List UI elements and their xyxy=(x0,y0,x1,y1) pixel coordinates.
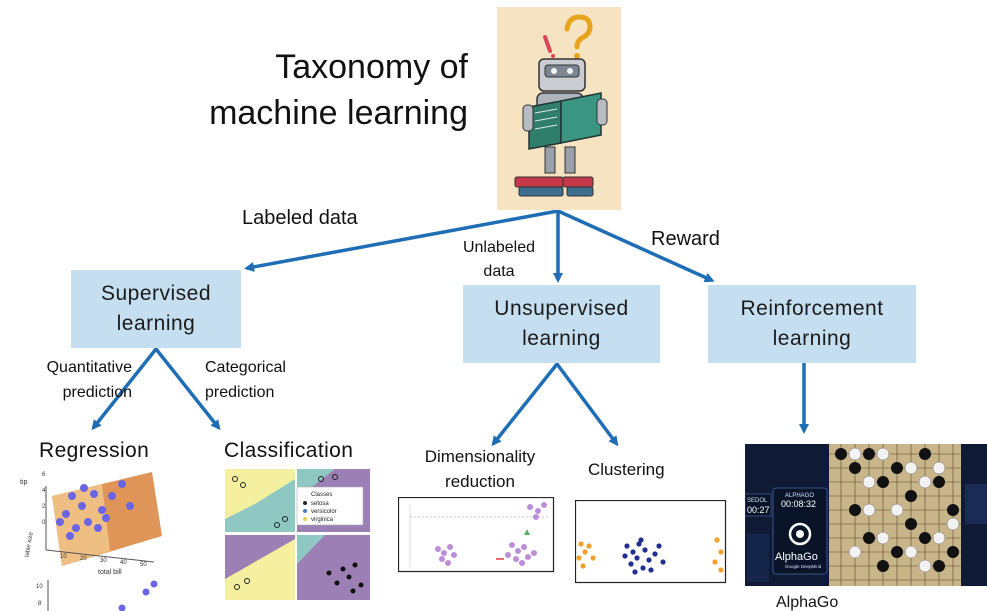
edge-label-quantitative-line-1: Quantitative xyxy=(46,359,132,376)
regression-plot-thumbnail: tip 6 4 2 0 table size 10 20 30 40 50 to… xyxy=(20,472,162,611)
classification-legend-virginica: virginica xyxy=(311,517,334,523)
leaf-clustering: Clustering xyxy=(588,460,665,479)
arrow-to-clustering xyxy=(555,362,619,447)
edge-label-labeled-data: Labeled data xyxy=(242,207,358,229)
regression-ztick-1: 6 xyxy=(42,472,46,478)
dimensionality-reduction-thumbnail xyxy=(398,497,555,573)
edge-label-categorical-line-1: Categorical xyxy=(205,359,286,376)
edge-label-unlabeled-line-1: Unlabeled xyxy=(462,239,536,256)
leaf-alphago: AlphaGo xyxy=(776,594,839,611)
clustering-thumbnail xyxy=(575,500,727,584)
classification-legend-versicolor: versicolor xyxy=(311,509,337,515)
classification-plot-thumbnail: Classes setosa versicolor virginica xyxy=(225,469,370,600)
regression-ztick-2: 4 xyxy=(42,488,46,494)
box-supervised-line-2: learning xyxy=(116,312,196,335)
arrow-to-regression xyxy=(91,347,158,431)
regression-xtick-4: 40 xyxy=(120,560,127,566)
regression2-ytick-1: 10 xyxy=(36,584,43,590)
regression-xtick-2: 20 xyxy=(80,556,87,562)
leaf-classification: Classification xyxy=(224,439,354,462)
box-unsupervised-learning: Unsupervised learning xyxy=(463,285,660,363)
box-reinforcement-line-2: learning xyxy=(772,327,852,350)
regression-zlabel: tip xyxy=(20,479,28,486)
alphago-brand-sub: Google DeepMind xyxy=(785,564,822,569)
regression-xtick-5: 50 xyxy=(140,562,147,568)
edge-label-quantitative: Quantitative prediction xyxy=(12,355,132,405)
edge-label-unlabeled-line-2: data xyxy=(483,263,515,280)
arrow-to-dimensionality xyxy=(491,362,559,447)
robot-reading-book-illustration xyxy=(497,7,621,210)
alphago-player1: SEDOL xyxy=(747,498,768,504)
arrow-to-supervised xyxy=(244,209,560,272)
box-supervised-line-1: Supervised xyxy=(100,282,212,305)
arrow-to-classification xyxy=(154,347,221,431)
alphago-time1: 00:27 xyxy=(747,505,770,515)
alphago-brand: AlphaGo xyxy=(775,551,818,563)
box-reinforcement-line-1: Reinforcement xyxy=(740,297,884,320)
edge-label-reward: Reward xyxy=(651,228,720,250)
edge-label-categorical-line-2: prediction xyxy=(205,384,275,401)
box-unsupervised-line-2: learning xyxy=(522,327,601,350)
edge-label-unlabeled-data: Unlabeled data xyxy=(454,236,544,284)
leaf-regression: Regression xyxy=(39,439,150,462)
diagram-title: Taxonomy of machine learning xyxy=(190,44,468,136)
alphago-thumbnail: SEDOL 00:27 ALPHAGO 00:08:32 AlphaGo Goo… xyxy=(745,444,987,586)
regression-ztick-4: 0 xyxy=(42,520,46,526)
leaf-dimensionality-line-1: Dimensionality xyxy=(424,447,536,466)
regression2-ytick-2: 8 xyxy=(38,601,42,607)
regression-xtick-3: 30 xyxy=(100,558,107,564)
regression-ylabel: table size xyxy=(24,531,34,558)
regression-xlabel: total bill xyxy=(98,569,122,576)
classification-legend-title: Classes xyxy=(311,492,332,498)
alphago-player2: ALPHAGO xyxy=(785,493,814,499)
title-line-2: machine learning xyxy=(209,94,468,132)
edge-label-quantitative-line-2: prediction xyxy=(62,384,132,401)
box-supervised-learning: Supervised learning xyxy=(71,270,241,348)
leaf-dimensionality-reduction: Dimensionality reduction xyxy=(410,444,550,494)
classification-legend-setosa: setosa xyxy=(311,501,329,507)
edge-label-categorical: Categorical prediction xyxy=(205,355,286,405)
arrow-to-reinforcement xyxy=(556,209,715,283)
regression-ztick-3: 2 xyxy=(42,504,46,510)
box-reinforcement-learning: Reinforcement learning xyxy=(708,285,916,363)
alphago-time2: 00:08:32 xyxy=(781,499,816,509)
box-unsupervised-line-1: Unsupervised xyxy=(494,297,629,320)
title-line-1: Taxonomy of xyxy=(275,48,468,86)
leaf-dimensionality-line-2: reduction xyxy=(445,472,515,491)
regression-xtick-1: 10 xyxy=(60,554,67,560)
